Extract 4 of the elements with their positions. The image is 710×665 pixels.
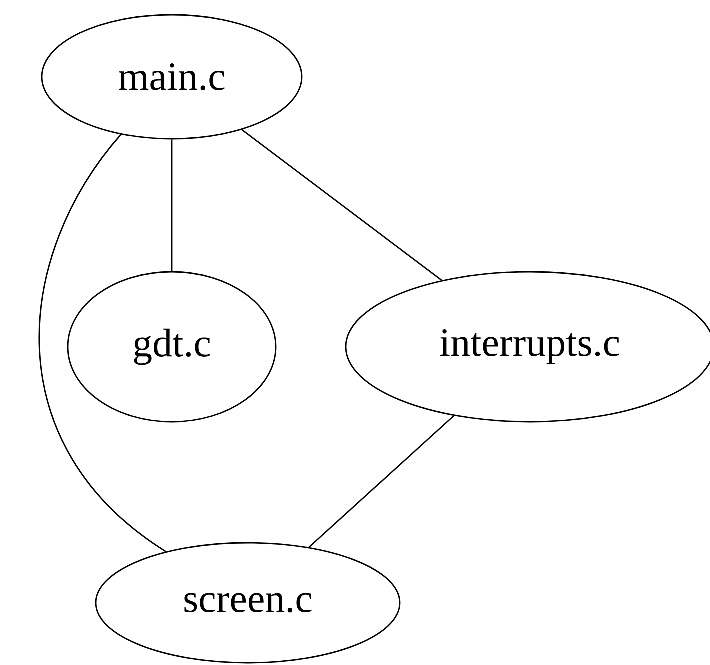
connector-line: [242, 129, 442, 282]
connector-line: [308, 415, 454, 548]
connector-line: [38, 134, 166, 552]
connector-line: [171, 140, 173, 272]
